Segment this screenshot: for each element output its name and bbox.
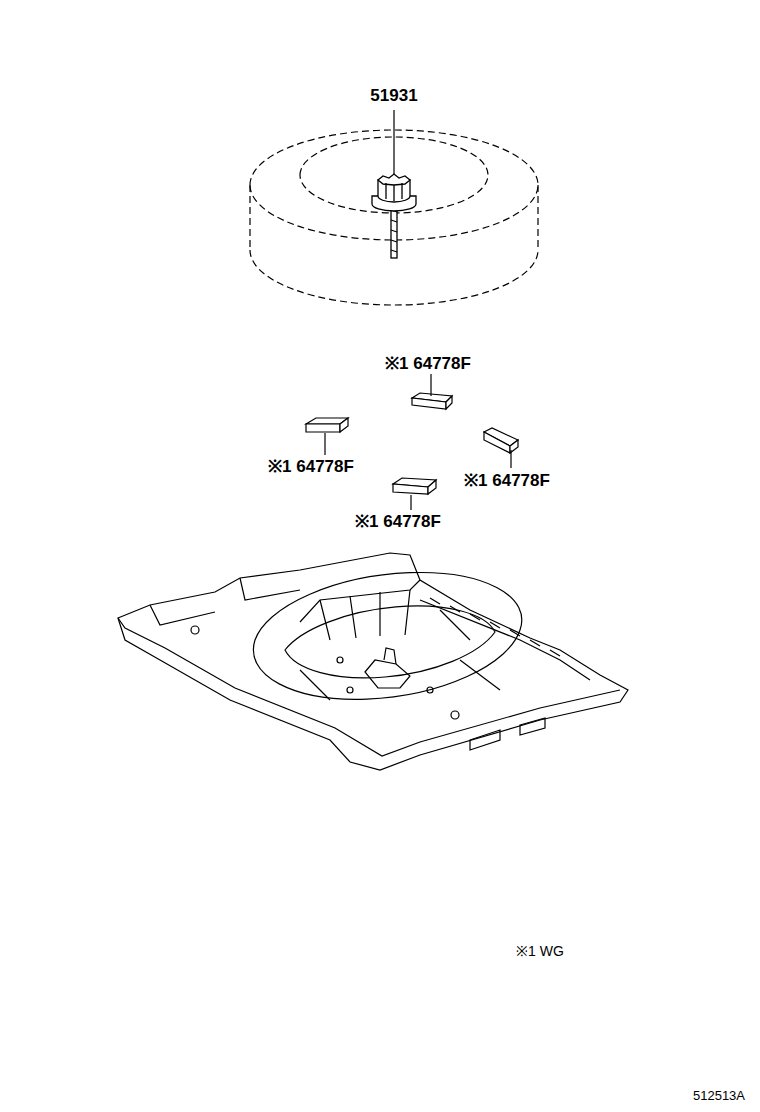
figure-number: 512513A bbox=[693, 1089, 745, 1103]
callout-number: 51931 bbox=[370, 87, 417, 106]
rear-floor-pan bbox=[118, 553, 628, 770]
callout-number: ※1 64778F bbox=[355, 513, 441, 532]
callout-number: ※1 64778F bbox=[268, 458, 354, 477]
callout-number: ※1 64778F bbox=[385, 355, 471, 374]
leader-line bbox=[393, 110, 394, 176]
callout-number: ※1 64778F bbox=[464, 472, 550, 491]
footnote: ※1 WG bbox=[516, 944, 564, 959]
hold-down-bolt bbox=[372, 174, 416, 258]
